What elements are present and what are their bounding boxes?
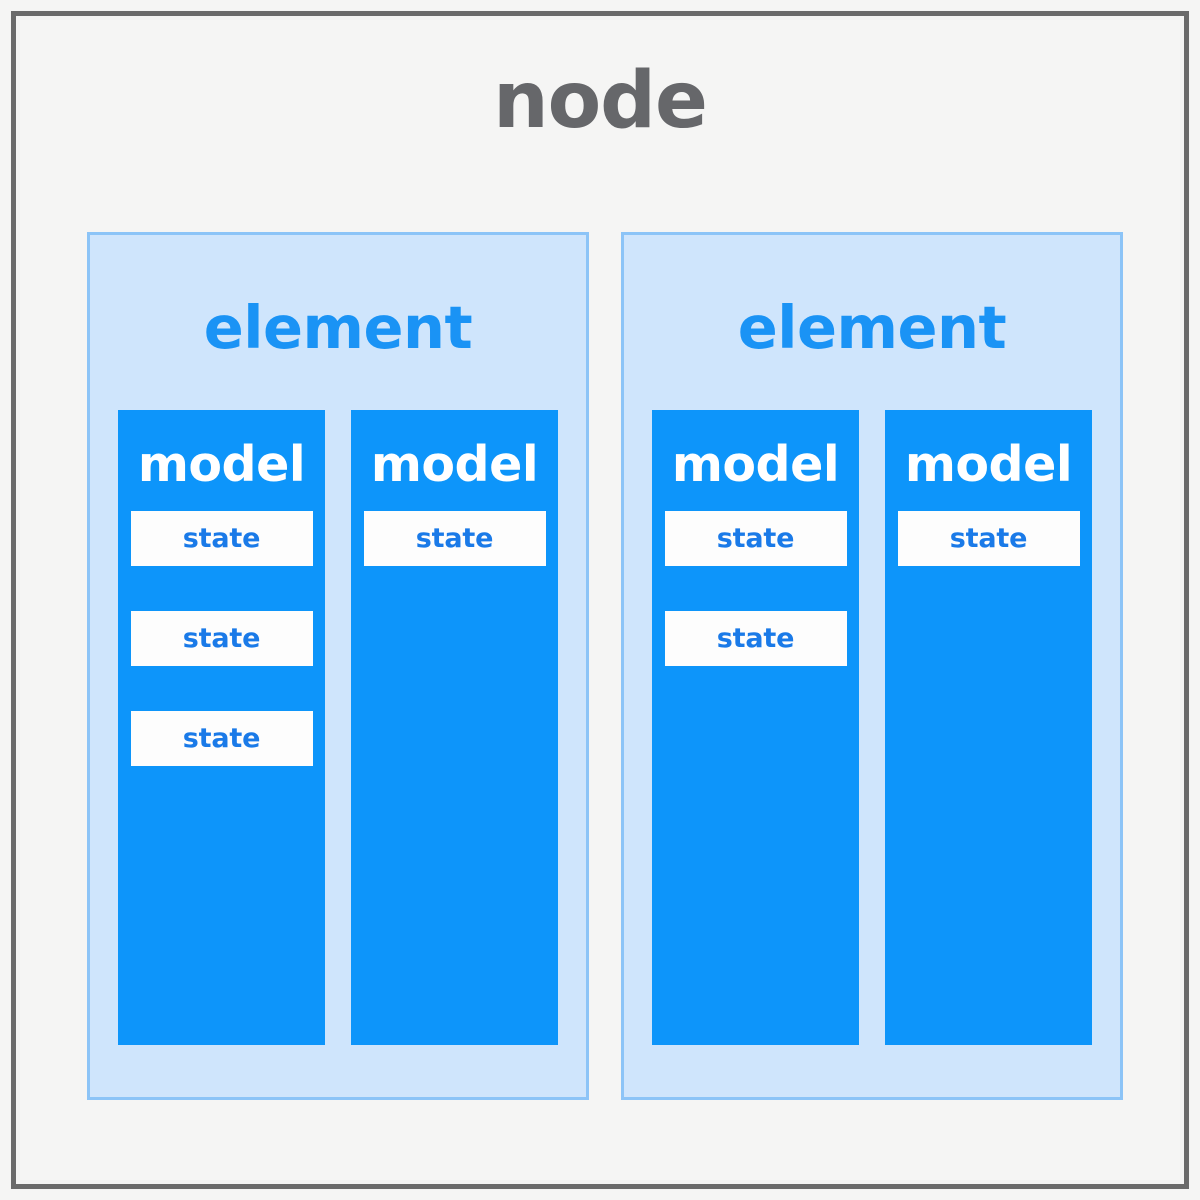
element-label-0: element bbox=[203, 293, 473, 362]
model-label-0-1: model bbox=[370, 436, 539, 493]
model-box-1-1[interactable]: model state bbox=[885, 410, 1092, 1045]
state-box-1-0-1[interactable]: state bbox=[664, 611, 847, 666]
state-label-0-0-1: state bbox=[182, 623, 261, 654]
state-box-1-0-0[interactable]: state bbox=[664, 511, 847, 566]
diagram-inner: node element model state bbox=[16, 16, 1184, 1184]
state-label-1-1-0: state bbox=[949, 523, 1028, 554]
elements-row: element model state state bbox=[87, 232, 1123, 1100]
node-title: node bbox=[493, 56, 708, 146]
model-label-1-1: model bbox=[904, 436, 1073, 493]
model-label-0-0: model bbox=[137, 436, 306, 493]
state-label-0-1-0: state bbox=[415, 523, 494, 554]
state-label-1-0-1: state bbox=[716, 623, 795, 654]
element-box-0[interactable]: element model state state bbox=[87, 232, 589, 1100]
model-box-0-0[interactable]: model state state state bbox=[118, 410, 325, 1045]
model-box-1-0[interactable]: model state state bbox=[652, 410, 859, 1045]
state-label-0-0-0: state bbox=[182, 523, 261, 554]
element-label-1: element bbox=[737, 293, 1007, 362]
states-wrap-1-1: state bbox=[885, 511, 1092, 566]
states-wrap-1-0: state state bbox=[652, 511, 859, 666]
state-box-0-1-0[interactable]: state bbox=[363, 511, 546, 566]
model-box-0-1[interactable]: model state bbox=[351, 410, 558, 1045]
states-wrap-0-1: state bbox=[351, 511, 558, 566]
model-label-1-0: model bbox=[671, 436, 840, 493]
state-box-0-0-0[interactable]: state bbox=[130, 511, 313, 566]
diagram-frame: node element model state bbox=[11, 11, 1189, 1189]
states-wrap-0-0: state state state bbox=[118, 511, 325, 766]
models-row-1: model state state model bbox=[624, 410, 1120, 1045]
state-box-0-0-2[interactable]: state bbox=[130, 711, 313, 766]
state-label-0-0-2: state bbox=[182, 723, 261, 754]
element-box-1[interactable]: element model state state bbox=[621, 232, 1123, 1100]
state-label-1-0-0: state bbox=[716, 523, 795, 554]
state-box-0-0-1[interactable]: state bbox=[130, 611, 313, 666]
state-box-1-1-0[interactable]: state bbox=[897, 511, 1080, 566]
models-row-0: model state state state bbox=[90, 410, 586, 1045]
